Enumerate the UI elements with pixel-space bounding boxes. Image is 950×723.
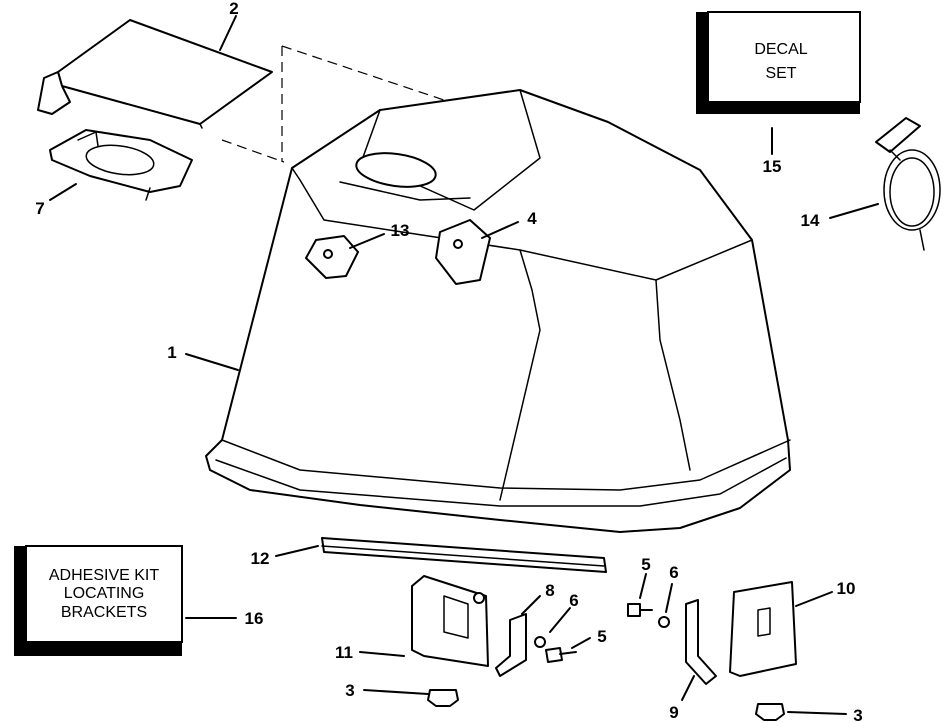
bracket-10-part bbox=[729, 581, 797, 677]
callout-4: 4 bbox=[527, 209, 537, 228]
callout-6a: 6 bbox=[569, 591, 578, 610]
callout-13: 13 bbox=[391, 221, 410, 240]
callout-1: 1 bbox=[167, 343, 176, 362]
decal-set-box: DECAL SET bbox=[696, 11, 861, 114]
bracket-11-part bbox=[411, 575, 489, 667]
callout-5b: 5 bbox=[597, 627, 606, 646]
callout-14: 14 bbox=[801, 211, 820, 230]
seal-strip-part bbox=[321, 537, 607, 573]
callout-11: 11 bbox=[335, 643, 353, 662]
decal-box-line2: SET bbox=[765, 65, 796, 82]
adhesive-box-line3: BRACKETS bbox=[61, 604, 147, 621]
callout-12: 12 bbox=[251, 549, 270, 568]
callout-6b: 6 bbox=[669, 563, 678, 582]
callout-15: 15 bbox=[763, 157, 782, 176]
top-cover-part bbox=[37, 19, 273, 129]
callout-2: 2 bbox=[229, 0, 238, 18]
motor-hood-part bbox=[205, 89, 791, 533]
callout-8: 8 bbox=[545, 581, 554, 600]
callout-3a: 3 bbox=[345, 681, 354, 700]
callout-5a: 5 bbox=[641, 555, 650, 574]
leader-lines bbox=[49, 15, 879, 715]
cable-part bbox=[875, 117, 941, 251]
adhesive-box-line2: LOCATING bbox=[64, 585, 145, 602]
adhesive-kit-box: ADHESIVE KIT LOCATING BRACKETS bbox=[14, 545, 183, 656]
callout-16: 16 bbox=[245, 609, 264, 628]
grommet-plate-part bbox=[49, 129, 193, 201]
callout-labels: 2 7 1 13 4 15 14 12 11 8 6 5 5 6 9 10 3 … bbox=[35, 0, 862, 723]
bracket-8-part bbox=[473, 592, 527, 677]
screws-washers bbox=[534, 603, 670, 663]
bracket-13-part bbox=[305, 235, 359, 279]
adhesive-box-line1: ADHESIVE KIT bbox=[49, 567, 159, 584]
bracket-4-part bbox=[435, 219, 491, 285]
callout-10: 10 bbox=[837, 579, 856, 598]
decal-box-line1: DECAL bbox=[754, 41, 807, 58]
bracket-9-part bbox=[685, 599, 717, 685]
grommets-part bbox=[427, 689, 785, 721]
callout-3b: 3 bbox=[853, 706, 862, 723]
callout-9: 9 bbox=[669, 703, 678, 722]
callout-7: 7 bbox=[35, 199, 44, 218]
